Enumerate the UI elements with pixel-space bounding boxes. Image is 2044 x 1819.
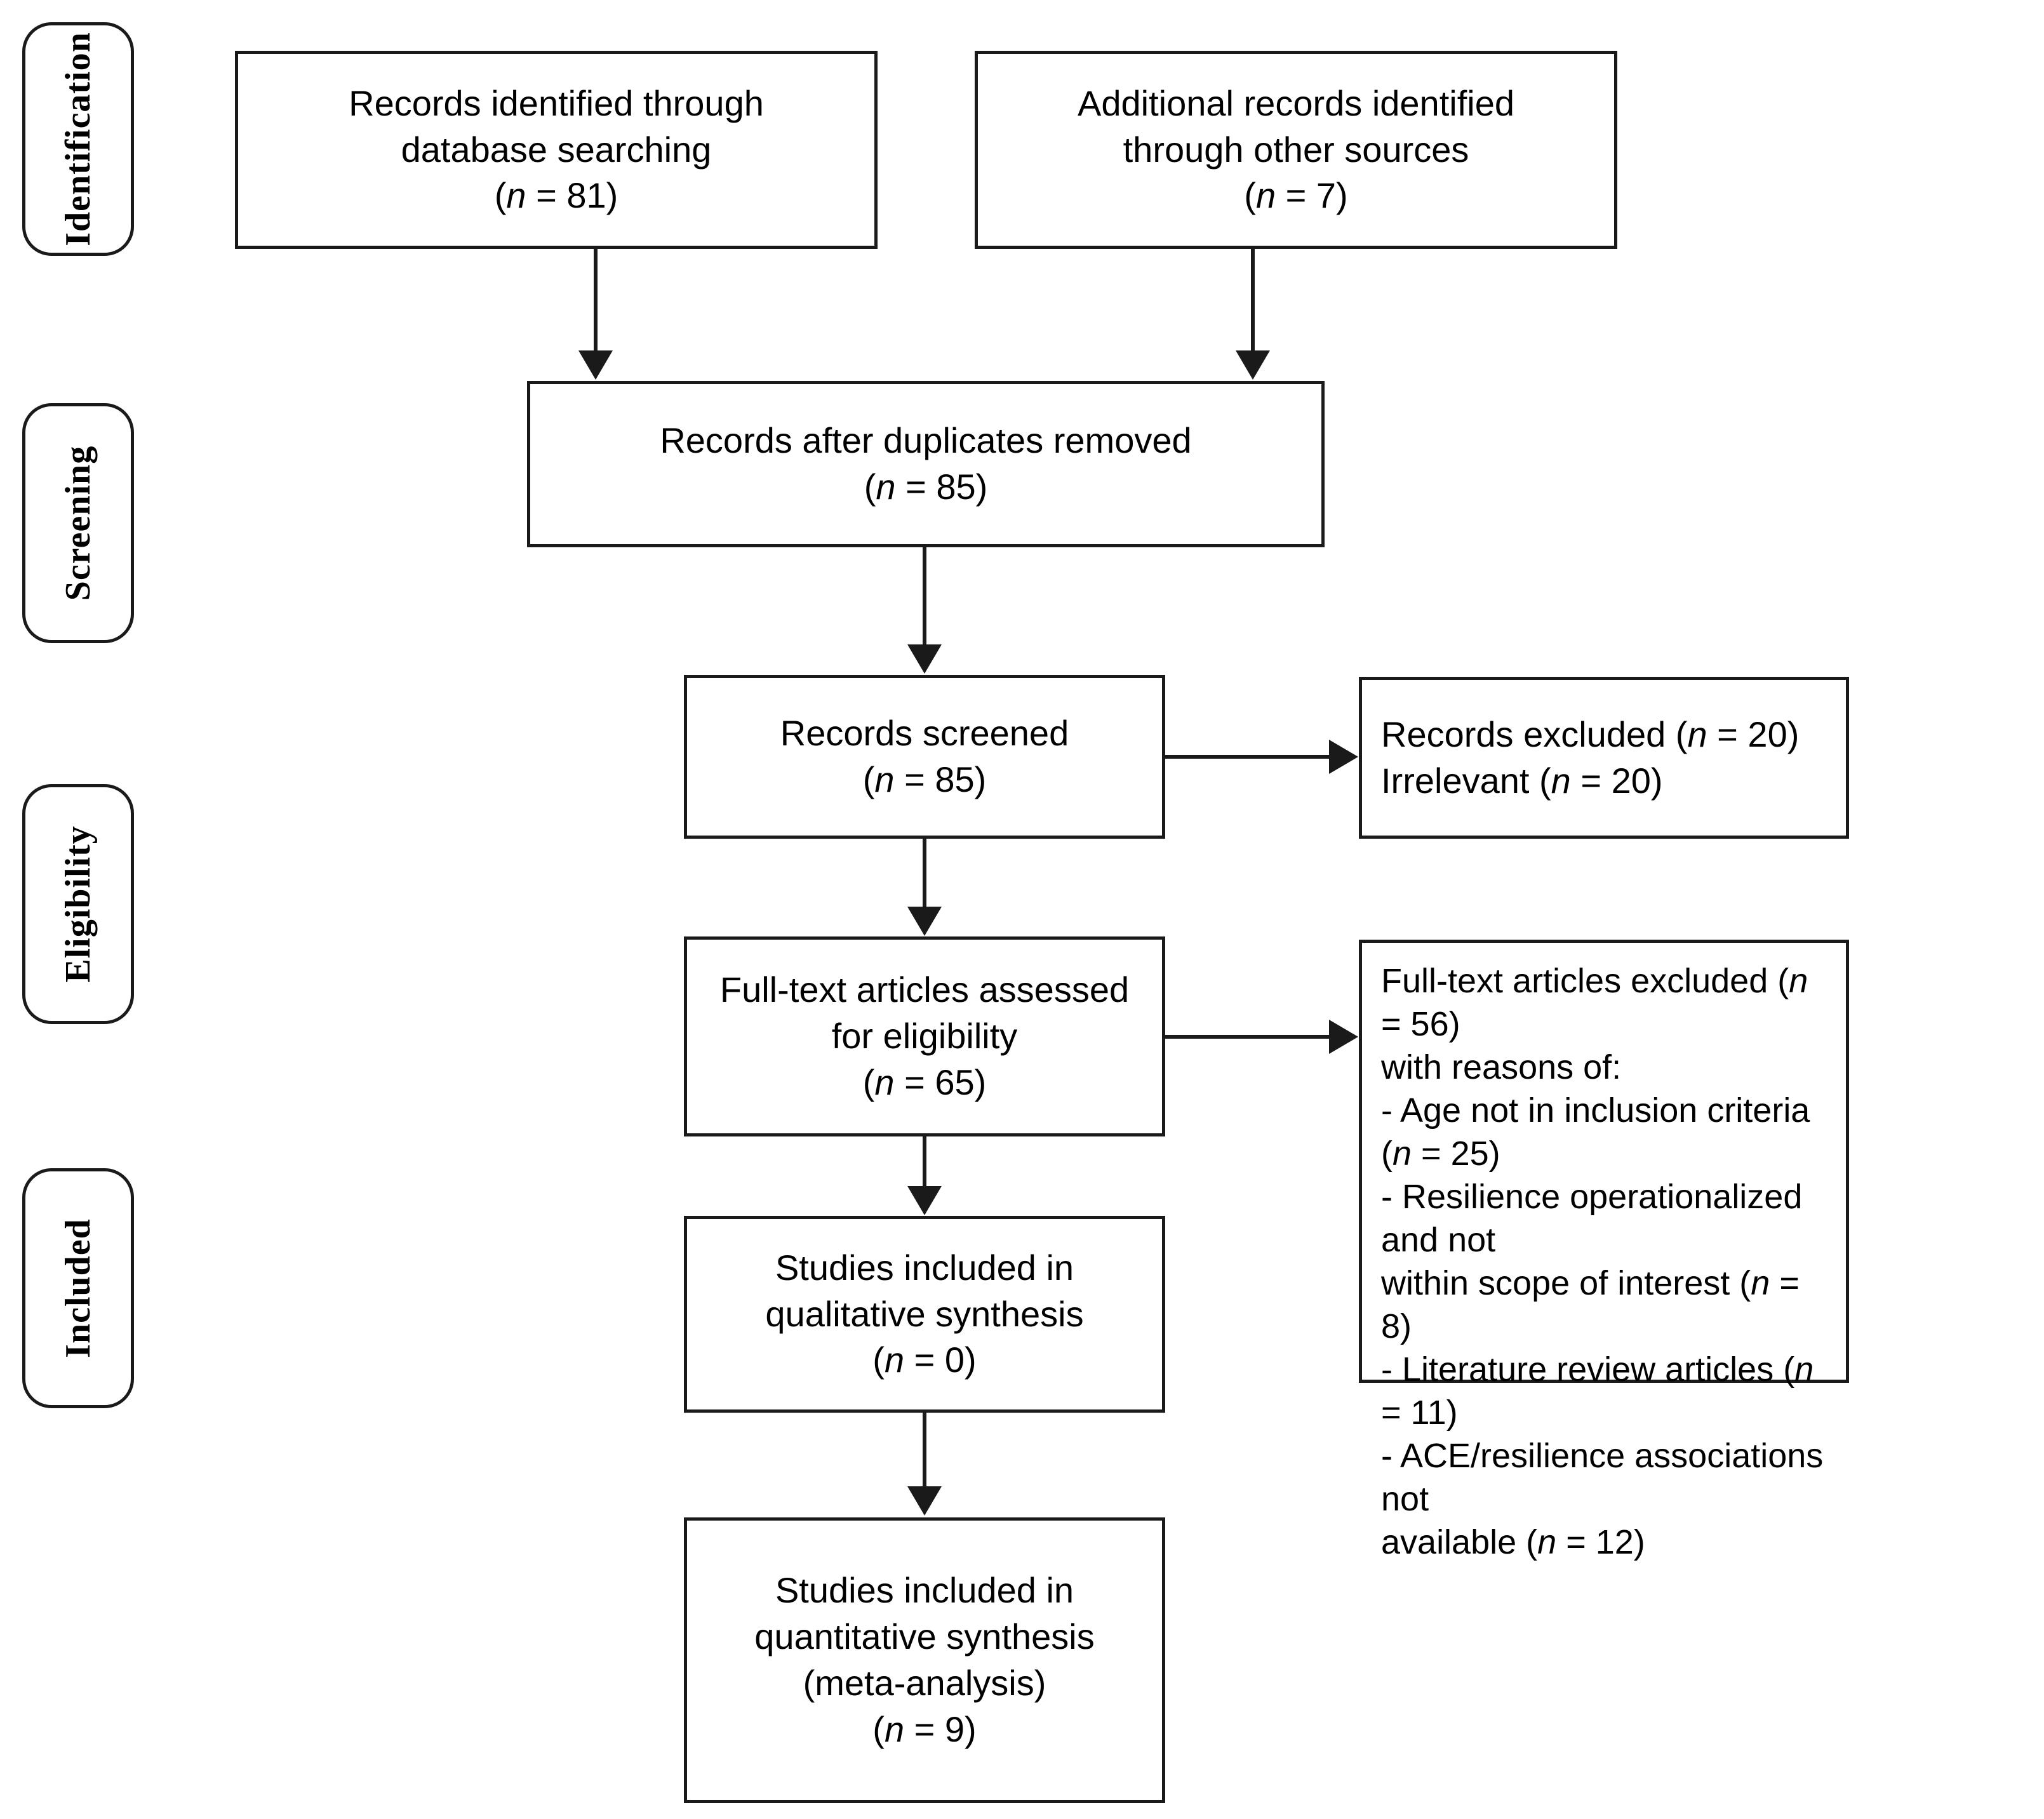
arrowhead-qualitative-to-quantitative (907, 1486, 942, 1516)
arrowhead-screened-to-fulltext (907, 907, 942, 936)
box-reason-line: available (n = 12) (1381, 1523, 1645, 1562)
stage-label-identification: Identification (22, 22, 134, 256)
box-line: for eligibility (831, 1016, 1018, 1056)
box-reason-line: - Literature review articles (n = 11) (1381, 1350, 1824, 1432)
connector-fulltext-to-qualitative (923, 1136, 926, 1189)
stage-label-eligibility-text: Eligibility (58, 825, 98, 983)
box-line: Full-text articles excluded (n = 56) (1381, 962, 1818, 1044)
arrowhead-fulltext-to-excluded (1329, 1020, 1358, 1054)
connector-database-to-duplicates (594, 249, 598, 353)
box-reason-line: - Age not in inclusion criteria (n = 25) (1381, 1091, 1820, 1173)
box-count: (n = 9) (872, 1709, 977, 1749)
box-records-screened: Records screened (n = 85) (684, 675, 1165, 839)
box-records-excluded: Records excluded (n = 20) Irrelevant (n … (1359, 677, 1849, 839)
box-line: quantitative synthesis (754, 1616, 1095, 1657)
box-count: (n = 0) (872, 1340, 977, 1380)
stage-label-included-text: Included (58, 1218, 98, 1358)
connector-qualitative-to-quantitative (923, 1413, 926, 1488)
box-line: Irrelevant (n = 20) (1381, 760, 1663, 801)
connector-other-sources-to-duplicates (1251, 249, 1255, 353)
box-count: (n = 81) (494, 175, 618, 216)
arrowhead-database-to-duplicates (578, 350, 613, 380)
stage-label-screening-text: Screening (58, 445, 98, 601)
box-line: Studies included in (775, 1247, 1074, 1288)
connector-screened-to-fulltext (923, 839, 926, 909)
box-qualitative-synthesis: Studies included in qualitative synthesi… (684, 1216, 1165, 1413)
connector-fulltext-to-excluded (1165, 1035, 1334, 1039)
box-line: (meta-analysis) (803, 1663, 1046, 1703)
connector-screened-to-excluded (1165, 755, 1334, 759)
box-line: through other sources (1123, 129, 1469, 170)
box-line: Full-text articles assessed (719, 969, 1130, 1010)
box-line: database searching (401, 129, 712, 170)
box-line: with reasons of: (1381, 1048, 1622, 1087)
box-count: (n = 85) (864, 467, 988, 507)
connector-duplicates-to-screened (923, 547, 926, 646)
box-records-after-duplicates: Records after duplicates removed (n = 85… (527, 381, 1325, 547)
box-line: Records after duplicates removed (660, 420, 1192, 461)
box-count: (n = 85) (862, 759, 987, 799)
stage-label-eligibility: Eligibility (22, 784, 134, 1024)
arrowhead-screened-to-excluded (1329, 740, 1358, 774)
box-line: Records screened (780, 713, 1069, 754)
box-line: Additional records identified (1078, 83, 1514, 123)
stage-label-screening: Screening (22, 403, 134, 643)
stage-label-included: Included (22, 1168, 134, 1408)
box-reason-line: - ACE/resilience associations not (1381, 1437, 1833, 1519)
arrowhead-duplicates-to-screened (907, 644, 942, 674)
arrowhead-fulltext-to-qualitative (907, 1186, 942, 1215)
box-fulltext-excluded: Full-text articles excluded (n = 56) wit… (1359, 940, 1849, 1561)
box-line: Studies included in (775, 1570, 1074, 1611)
box-line: Records excluded (n = 20) (1381, 714, 1800, 754)
arrowhead-other-sources-to-duplicates (1236, 350, 1270, 380)
box-records-identified-database: Records identified through database sear… (235, 51, 878, 249)
box-line: qualitative synthesis (765, 1293, 1084, 1334)
box-count: (n = 65) (862, 1062, 987, 1102)
box-quantitative-synthesis: Studies included in quantitative synthes… (684, 1517, 1165, 1803)
box-records-identified-other-sources: Additional records identified through ot… (975, 51, 1617, 249)
box-reason-line: - Resilience operationalized and not (1381, 1178, 1812, 1260)
box-reason-line: within scope of interest (n = 8) (1381, 1264, 1809, 1346)
box-fulltext-assessed: Full-text articles assessed for eligibil… (684, 936, 1165, 1136)
box-count: (n = 7) (1244, 175, 1348, 216)
box-line: Records identified through (349, 83, 764, 123)
stage-label-identification-text: Identification (58, 32, 98, 246)
